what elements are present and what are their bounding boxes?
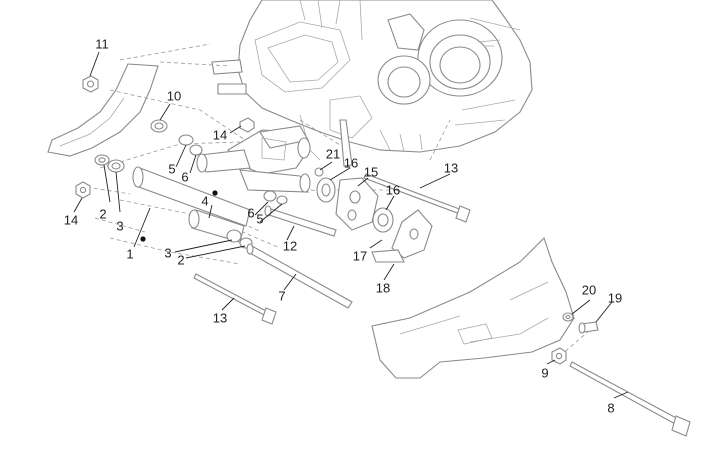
right-cover-panel[interactable] [371,236,575,379]
nut-14-left[interactable] [75,181,91,199]
callout-10[interactable]: 10 [166,88,182,104]
bushing-16-upper[interactable] [316,177,336,203]
callout-2-lower[interactable]: 2 [177,252,185,268]
swing-arm-upper[interactable] [196,125,311,193]
callout-6-lower[interactable]: 6 [247,205,255,221]
callout-3-lower[interactable]: 3 [164,245,172,261]
bracket-18[interactable] [371,209,433,263]
callout-7[interactable]: 7 [278,288,286,304]
callout-8[interactable]: 8 [607,400,615,416]
washer-20[interactable] [562,312,574,322]
callout-16-lower[interactable]: 16 [385,182,401,198]
callout-13-upper[interactable]: 13 [443,160,459,176]
reference-dot [140,236,146,242]
dust-cap-10[interactable] [150,119,168,133]
bracket-15[interactable] [335,177,379,231]
callout-21[interactable]: 21 [325,146,341,162]
callout-19[interactable]: 19 [607,290,623,306]
callout-14-left[interactable]: 14 [63,212,79,228]
callout-2-left[interactable]: 2 [99,206,107,222]
callout-4[interactable]: 4 [201,193,209,209]
callout-16-upper[interactable]: 16 [343,155,359,171]
callout-11[interactable]: 11 [95,36,109,52]
washer-21[interactable] [314,167,324,177]
reference-dot [212,190,218,196]
callout-14-upper[interactable]: 14 [212,127,228,143]
bolt-13-upper[interactable] [363,173,471,223]
callout-18[interactable]: 18 [375,280,391,296]
callout-6-upper[interactable]: 6 [181,169,189,185]
nut-9[interactable] [551,347,567,365]
screw-19[interactable] [578,321,599,334]
callout-17[interactable]: 17 [352,248,368,264]
pin-12[interactable] [264,205,337,237]
bolt-8[interactable] [569,361,691,437]
bushing-16-lower[interactable] [372,207,394,233]
callout-5-upper[interactable]: 5 [168,161,176,177]
callout-9[interactable]: 9 [541,365,549,381]
callout-15[interactable]: 15 [363,164,379,180]
bushing-set-left[interactable] [94,154,125,173]
pin-7[interactable] [246,243,353,309]
callout-3-left[interactable]: 3 [116,218,124,234]
callout-1[interactable]: 1 [126,246,134,262]
callout-13-lower[interactable]: 13 [212,310,228,326]
leader-lines [73,51,629,399]
callout-20[interactable]: 20 [581,282,597,298]
nut-11[interactable] [82,75,99,93]
callout-12[interactable]: 12 [282,238,298,254]
engine-assembly[interactable] [211,0,533,167]
left-bracket-panel[interactable] [47,63,159,157]
callout-5-lower[interactable]: 5 [256,211,264,227]
bolt-13-lower[interactable] [193,273,277,325]
